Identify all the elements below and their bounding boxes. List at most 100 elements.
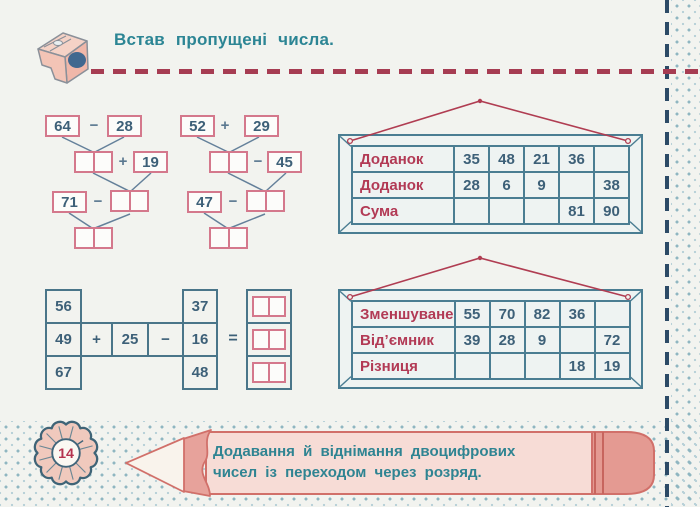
caption-line: Додавання й віднімання двоцифрових [213,443,516,460]
value-cell: 81 [558,197,595,225]
chain-cell: 48 [184,355,216,388]
number-box: 64 [45,115,80,137]
row-label: Зменшуване [351,300,456,328]
red-dashed-divider [91,69,700,74]
answer-cell[interactable] [488,197,525,225]
value-cell: 28 [488,326,526,354]
badge-center [51,438,81,468]
answer-cell[interactable] [523,352,561,380]
value-cell: 48 [488,145,525,173]
value-cell: 35 [453,145,490,173]
answer-cell[interactable] [593,145,630,173]
answer-cell[interactable] [488,352,526,380]
row-label: Доданок [351,171,455,199]
number-box: 52 [180,115,215,137]
frame-miters [340,136,641,232]
answer-box[interactable] [209,151,248,173]
value-cell: 21 [523,145,560,173]
value-cell: 70 [488,300,526,328]
page-number: 14 [58,446,74,462]
pencil-ferrule [594,432,604,494]
answer-box[interactable] [110,190,149,212]
hanging-string [346,255,632,301]
subtraction-table: Зменшуване 55 70 82 36 Від’ємник 39 28 9… [351,300,631,380]
pencil-banner-icon [125,429,655,497]
answer-cell[interactable] [453,352,491,380]
pencil-wood [182,429,212,497]
pencil-eraser [591,431,655,495]
value-cell: 38 [593,171,630,199]
footer-caption: Додавання й віднімання двоцифрових чисел… [213,441,515,483]
answer-box[interactable] [246,190,285,212]
chain-right-column: 37 16 48 [182,289,218,390]
number-box: 28 [107,115,142,137]
chain-answer-cell [248,355,290,388]
number-box: 47 [187,191,222,213]
answer-cell[interactable] [558,171,595,199]
chain-cell: 67 [47,355,80,388]
operator: − [93,193,103,210]
chain-answer-column [246,289,292,390]
value-cell: 19 [593,352,631,380]
number-box: 19 [133,151,168,173]
number-box: 71 [52,191,87,213]
operator: + [220,117,230,134]
number-box: 29 [244,115,279,137]
operator: − [228,193,238,210]
operator: − [89,117,99,134]
value-cell: 36 [558,145,595,173]
answer-cell[interactable] [453,197,490,225]
answer-cell[interactable] [593,300,631,328]
operator: − [253,153,263,170]
equals-sign: = [228,330,238,347]
connector-lines [61,136,287,229]
value-cell: 82 [523,300,561,328]
answer-box[interactable] [209,227,248,249]
answer-box[interactable] [252,329,286,350]
value-cell: 90 [593,197,630,225]
answer-cell[interactable] [558,326,596,354]
value-cell: 72 [593,326,631,354]
number-box: 45 [267,151,302,173]
row-label: Різниця [351,352,456,380]
value-cell: 28 [453,171,490,199]
value-cell: 39 [453,326,491,354]
answer-box[interactable] [252,296,286,317]
chain-left-column: 56 49 67 [45,289,82,390]
chain-operator-cell: + [80,322,113,357]
chain-cell: 16 [184,322,216,355]
value-cell: 36 [558,300,596,328]
chain-number-cell: 25 [111,322,149,357]
addition-table-board: Доданок 35 48 21 36 Доданок 28 6 9 38 Су… [338,134,643,234]
chain-answer-cell [248,322,290,355]
chain-cell: 49 [47,322,80,355]
chain-cell: 37 [191,298,209,315]
value-cell: 55 [453,300,491,328]
chain-answer-cell [248,291,290,322]
shavings-petal-lines [39,426,93,480]
page-number-badge: 14 [33,420,99,486]
row-label: Доданок [351,145,455,173]
answer-box[interactable] [74,227,113,249]
chain-cell: 56 [55,298,72,315]
task-title: Встав пропущені числа. [114,30,335,49]
chain-operator-cell: − [147,322,184,357]
sharpener-icon [37,32,89,84]
operator: + [118,153,128,170]
answer-box[interactable] [74,151,113,173]
addition-table: Доданок 35 48 21 36 Доданок 28 6 9 38 Су… [351,145,630,225]
pencil-body [205,431,595,495]
value-cell: 9 [523,326,561,354]
caption-line: чисел із переходом через розряд. [213,464,482,481]
subtraction-table-board: Зменшуване 55 70 82 36 Від’ємник 39 28 9… [338,289,643,389]
value-cell: 6 [488,171,525,199]
value-cell: 9 [523,171,560,199]
pencil-tip [125,437,185,493]
answer-box[interactable] [252,362,286,383]
value-cell: 18 [558,352,596,380]
row-label: Від’ємник [351,326,456,354]
row-label: Сума [351,197,455,225]
answer-cell[interactable] [523,197,560,225]
hanging-string [346,98,632,145]
